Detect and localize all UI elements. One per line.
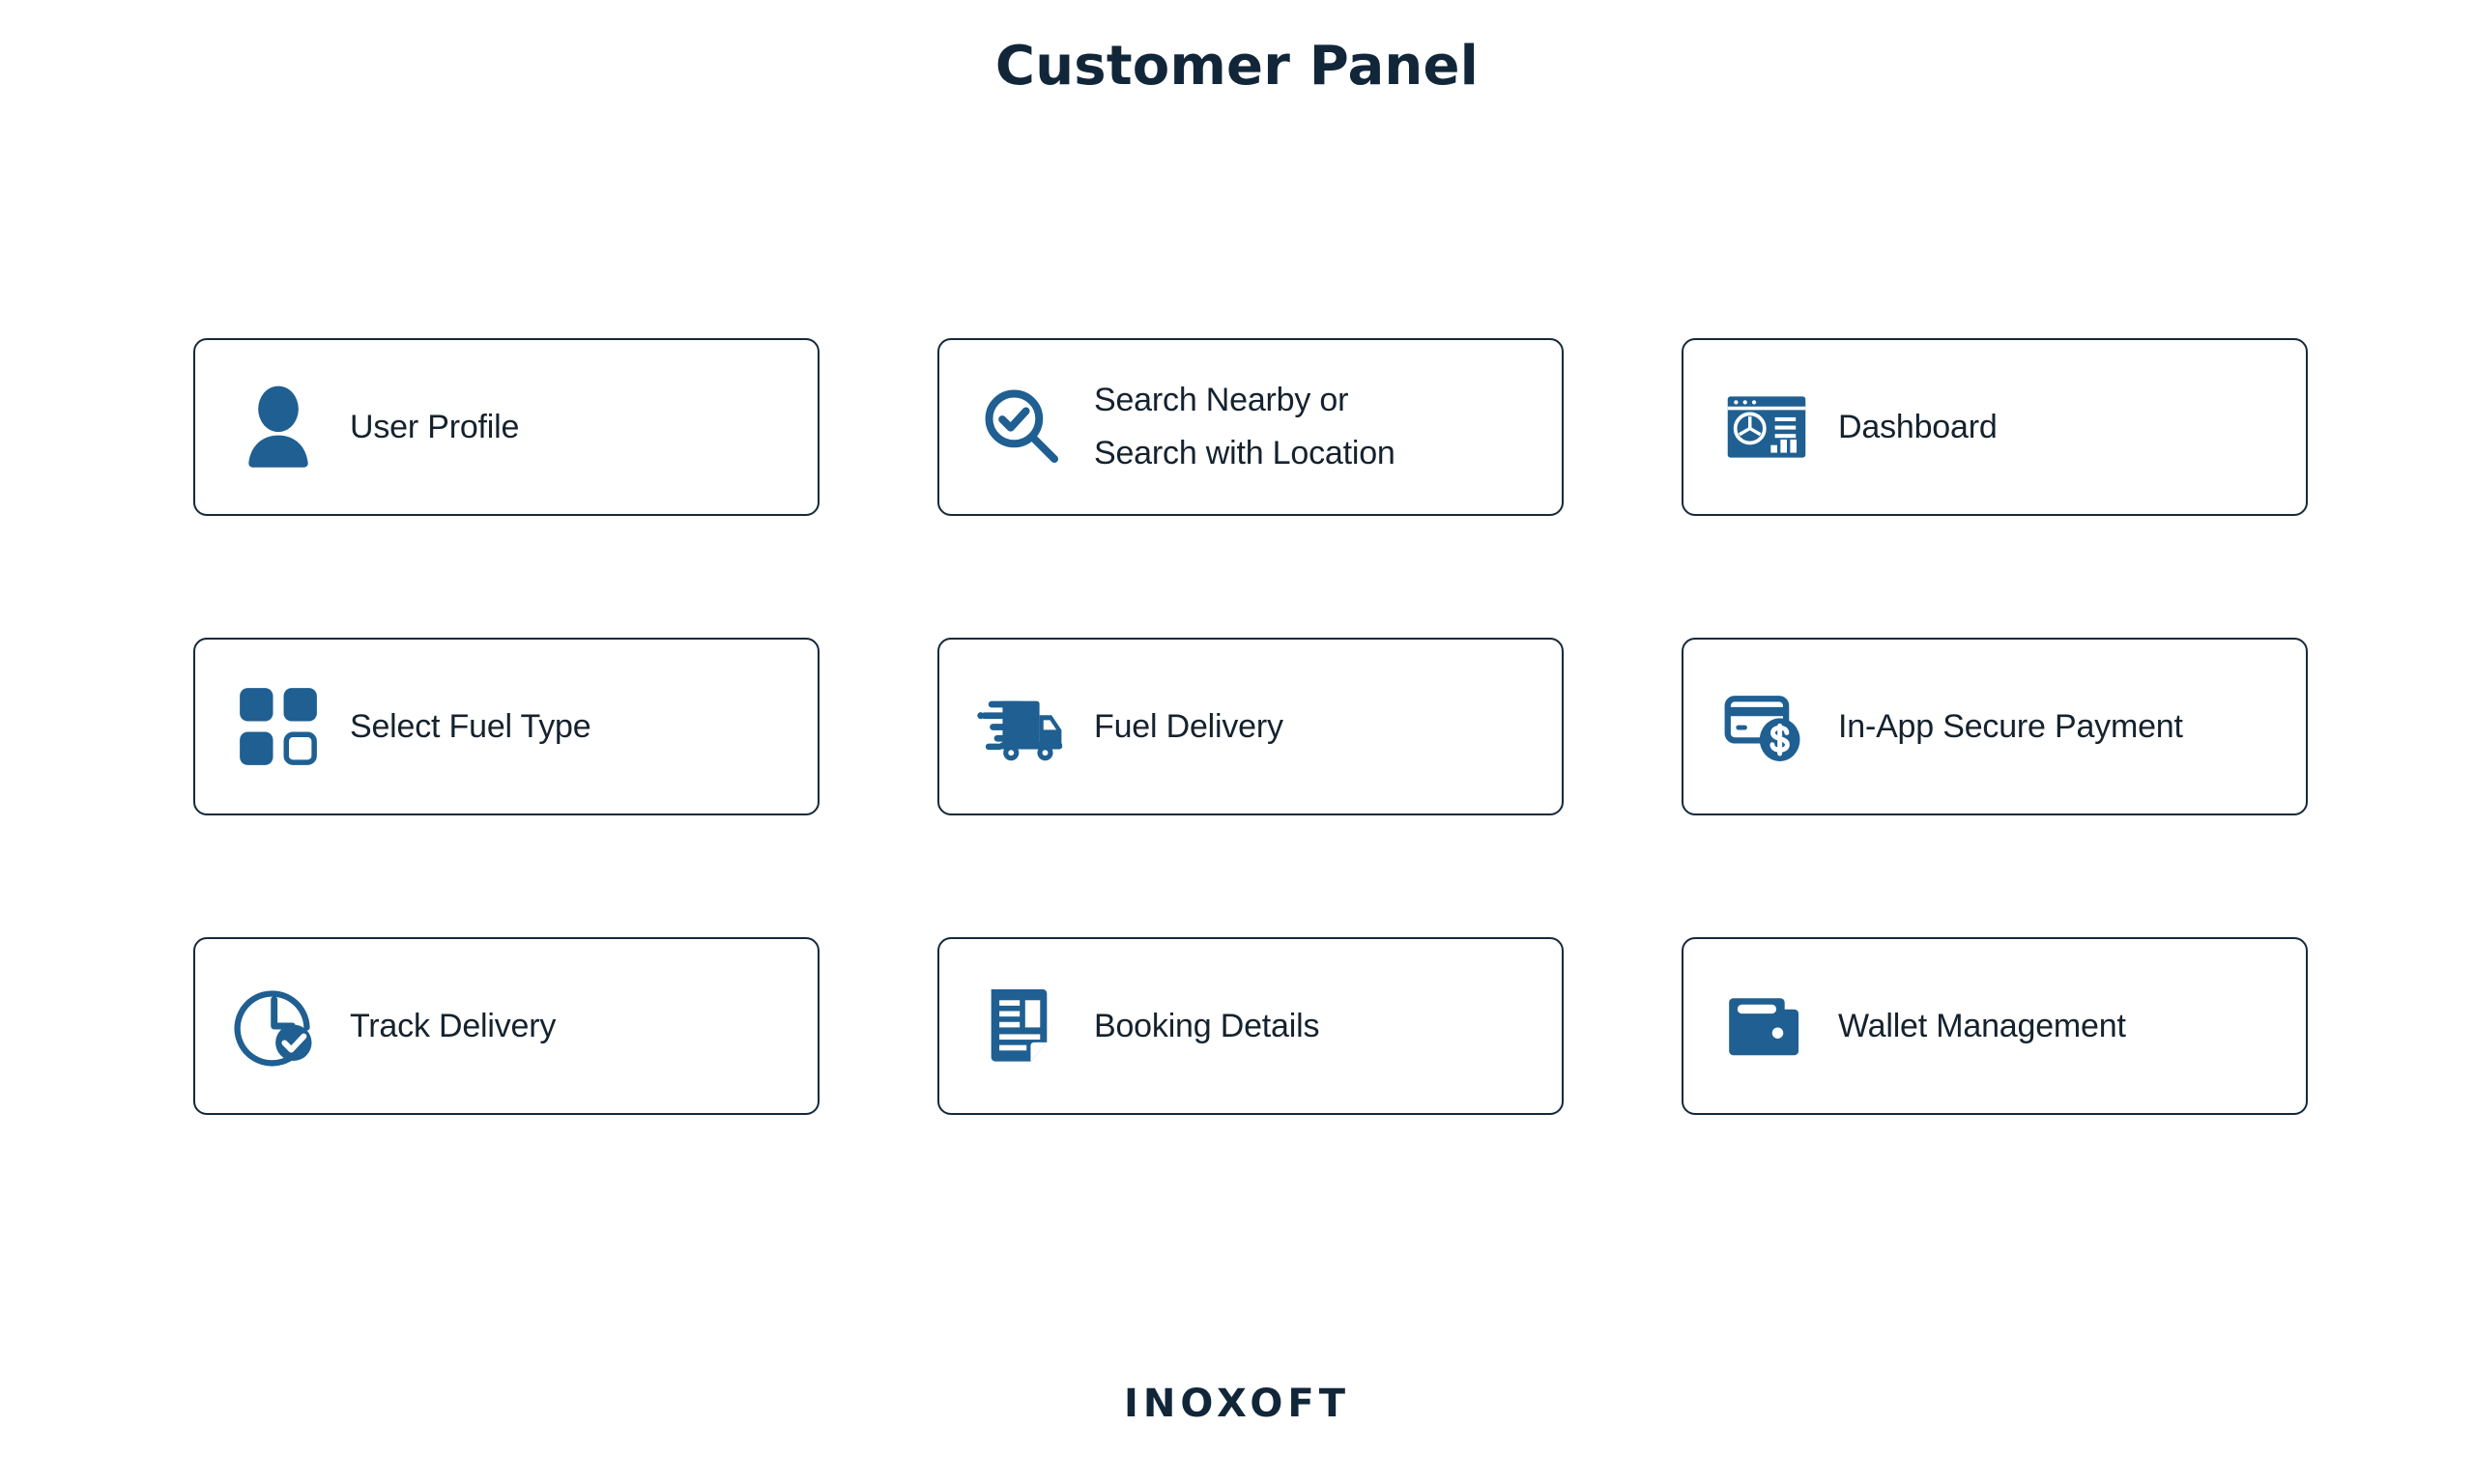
credit-card-dollar-icon [1716,676,1817,777]
card-label: Select Fuel Type [350,707,591,745]
card-track-delivery[interactable]: Track Delivery [193,937,820,1115]
user-profile-icon [228,377,329,477]
search-check-icon [972,377,1073,477]
page-title: Customer Panel [994,35,1480,98]
card-dashboard[interactable]: Dashboard [1682,338,2308,516]
card-in-app-secure-payment[interactable]: In-App Secure Payment [1682,638,2308,815]
brand-logo: INOXOFT [1124,1382,1350,1426]
grid-squares-icon [228,676,329,777]
card-user-profile[interactable]: User Profile [193,338,820,516]
card-booking-details[interactable]: Booking Details [937,937,1564,1115]
card-label: Booking Details [1094,1007,1320,1044]
card-label: Track Delivery [350,1007,557,1044]
card-search-nearby[interactable]: Search Nearby or Search with Location [937,338,1564,516]
card-label: User Profile [350,408,520,445]
document-lines-icon [972,976,1073,1076]
dashboard-icon [1716,377,1817,477]
card-label: In-App Secure Payment [1838,707,2183,745]
card-label: Search Nearby or Search with Location [1094,382,1395,471]
card-label: Fuel Delivery [1094,707,1283,745]
feature-card-grid: User Profile Search Nearby or Search wit… [193,338,2308,1115]
card-select-fuel-type[interactable]: Select Fuel Type [193,638,820,815]
clock-check-icon [228,976,329,1076]
wallet-icon [1716,976,1817,1076]
card-fuel-delivery[interactable]: Fuel Delivery [937,638,1564,815]
delivery-truck-icon [972,676,1073,777]
card-label: Wallet Management [1838,1007,2126,1044]
card-wallet-management[interactable]: Wallet Management [1682,937,2308,1115]
card-label: Dashboard [1838,408,1998,445]
